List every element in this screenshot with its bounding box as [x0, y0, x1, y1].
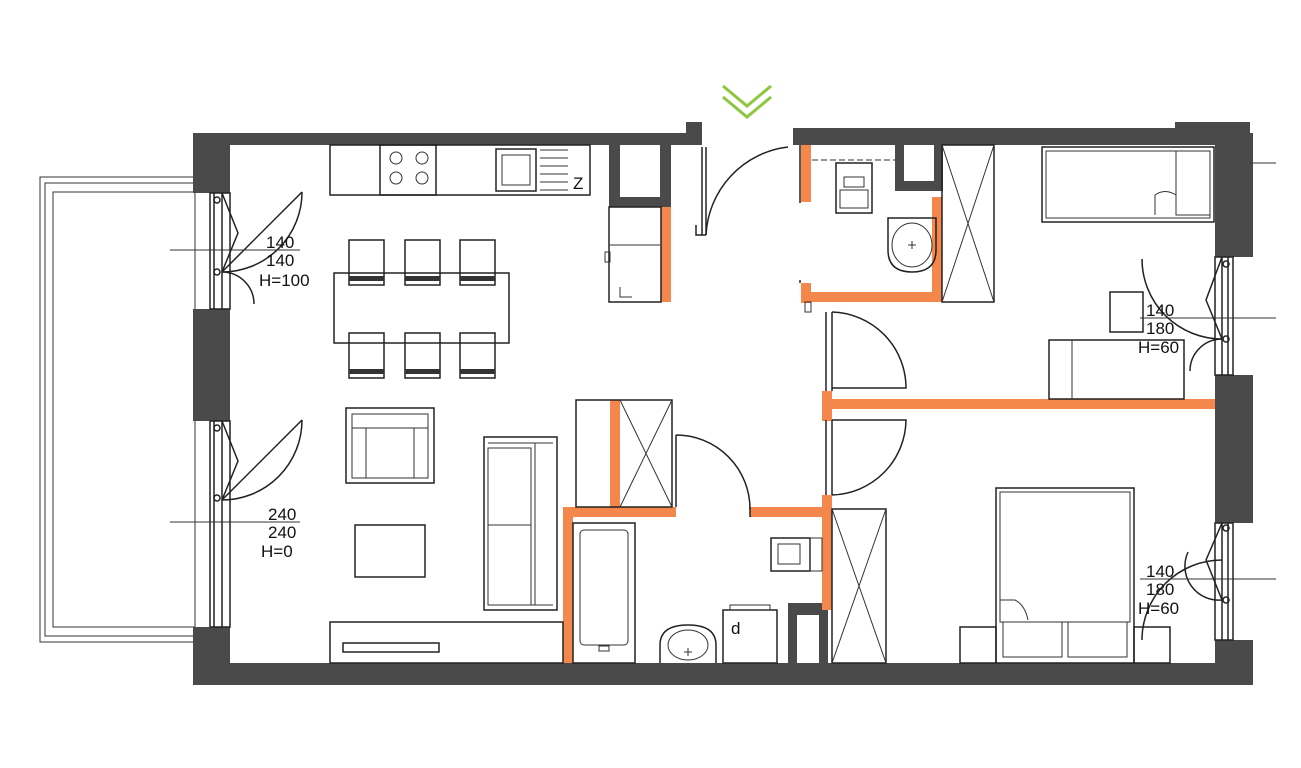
right-wall-bottom: [1215, 640, 1253, 685]
kitchen: Z: [329, 144, 662, 303]
svg-text:140: 140: [1146, 301, 1174, 320]
window-label-3: 140 180 H=60: [1138, 301, 1179, 357]
balcony: [39, 176, 196, 643]
kitchen-cabinet: [608, 206, 662, 303]
toilet: [835, 162, 873, 214]
svg-text:240: 240: [268, 505, 296, 524]
fridge-label: Z: [573, 174, 583, 193]
top-wall-left: [193, 133, 702, 145]
nightstand: [1109, 291, 1144, 333]
bathroom-washbasin: [659, 624, 717, 663]
kitchen-counter: [329, 144, 591, 196]
bedroom-2-window: [1140, 522, 1276, 641]
right-wall-top: [1215, 133, 1253, 257]
svg-text:H=60: H=60: [1138, 338, 1179, 357]
window-label-2: 240 240 H=0: [261, 505, 296, 561]
top-wall-left-jamb: [686, 122, 702, 145]
coffee-table: [354, 524, 426, 578]
svg-text:140: 140: [266, 251, 294, 270]
nightstand-right: [1133, 626, 1171, 664]
dining-chair-back: [460, 369, 495, 374]
new-partitions: [563, 145, 1215, 663]
svg-text:H=0: H=0: [261, 542, 293, 561]
wc: [804, 144, 995, 313]
bedroom-1-window: [1140, 256, 1276, 376]
dining-chairs: [348, 239, 496, 379]
svg-text:H=60: H=60: [1138, 599, 1179, 618]
dryer-label: d: [731, 619, 740, 638]
bedroom-2: [959, 487, 1171, 664]
bedroom-1: [1041, 146, 1215, 400]
svg-text:140: 140: [1146, 562, 1174, 581]
wardrobe-hall: [941, 144, 995, 303]
dining-area: [333, 239, 510, 379]
stove-burner-icon: [415, 171, 429, 185]
wc-washbasin: [887, 217, 937, 273]
dining-chair-back: [349, 369, 384, 374]
svg-text:140: 140: [266, 233, 294, 252]
armchair: [345, 407, 435, 484]
dining-chair: [404, 332, 441, 379]
stove-burner-icon: [389, 171, 403, 185]
dining-chair: [348, 239, 385, 286]
window-label-4: 140 180 H=60: [1138, 562, 1179, 618]
top-wall-right: [793, 128, 1183, 145]
svg-text:H=100: H=100: [259, 271, 310, 290]
stove-burner-icon: [415, 151, 429, 165]
window-label-1: 140 140 H=100: [259, 233, 310, 290]
tv-stand: [329, 621, 564, 664]
svg-text:180: 180: [1146, 319, 1174, 338]
wardrobe-hall-2: [575, 399, 673, 508]
wardrobe-hall-3: [831, 508, 887, 664]
dining-chair-back: [460, 276, 495, 281]
dining-chair: [459, 332, 496, 379]
entrance-door: [695, 145, 801, 283]
left-wall-top: [193, 133, 230, 193]
stove: [379, 144, 437, 196]
svg-text:240: 240: [268, 523, 296, 542]
boiler: [770, 537, 811, 572]
dining-chair: [348, 332, 385, 379]
dining-table: [333, 272, 510, 344]
bed-double: [995, 487, 1135, 664]
bed-single: [1041, 146, 1215, 223]
sofa: [483, 436, 558, 611]
desk: [1048, 339, 1185, 400]
right-wall-middle: [1215, 375, 1253, 523]
tv: [342, 642, 440, 653]
kitchen-sink: [495, 148, 537, 192]
living-room: [329, 407, 564, 664]
bottom-wall: [193, 663, 1253, 685]
dining-chair-back: [349, 276, 384, 281]
dining-chair-back: [405, 276, 440, 281]
stove-burner-icon: [389, 151, 403, 165]
dining-chair: [459, 239, 496, 286]
structural-walls: [193, 122, 1253, 685]
bathtub: [572, 522, 636, 664]
bathroom: d: [572, 399, 887, 664]
balcony-door-2: [170, 419, 303, 628]
svg-text:180: 180: [1146, 580, 1174, 599]
hall-doors: [675, 311, 907, 517]
dining-chair-back: [405, 369, 440, 374]
nightstand-left: [959, 626, 997, 664]
balcony-door-1: [170, 191, 303, 310]
dining-chair: [404, 239, 441, 286]
double-chevron-down-icon: [722, 84, 772, 119]
left-wall-middle: [193, 309, 230, 421]
